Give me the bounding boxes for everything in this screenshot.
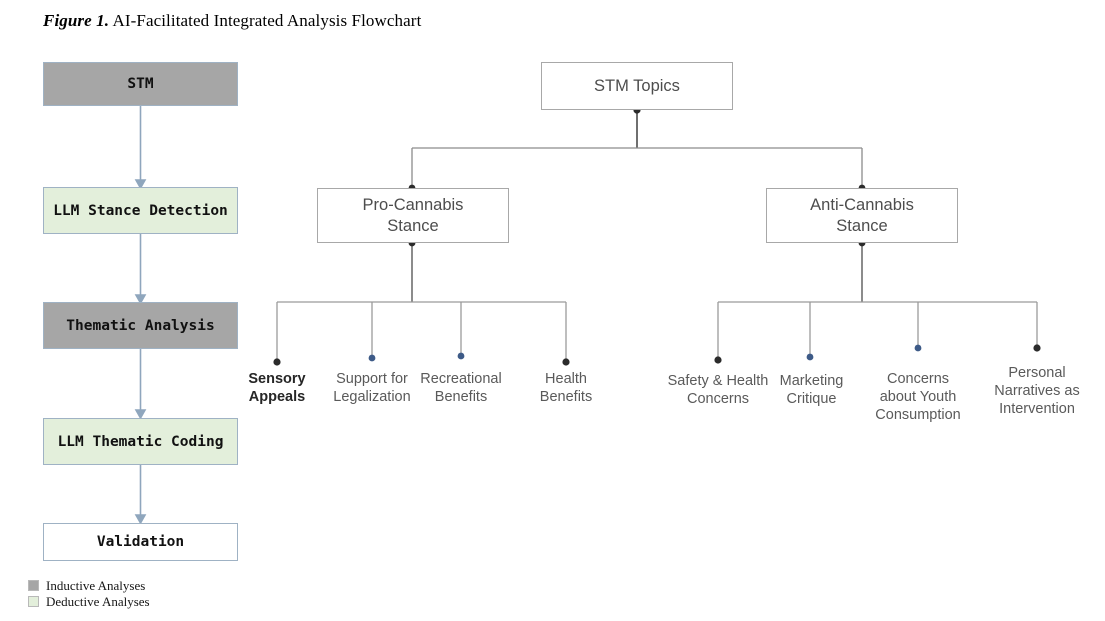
dot-personal-narratives: [1033, 344, 1041, 352]
dot-safety-health-concerns: [714, 356, 722, 364]
leaf-safety-and-health-concerns[interactable]: Safety & Health Concerns: [667, 373, 769, 407]
dot-sensory-appeals: [273, 358, 281, 366]
legend-item-deductive: Deductive Analyses: [28, 594, 150, 609]
figure-caption-label: Figure 1.: [43, 11, 110, 30]
figure-caption-text: AI-Facilitated Integrated Analysis Flowc…: [109, 11, 422, 30]
figure-caption: Figure 1. AI-Facilitated Integrated Anal…: [43, 11, 421, 31]
leaf-marketing-critique[interactable]: Marketing Critique: [779, 373, 844, 407]
legend-swatch-inductive-icon: [28, 580, 39, 591]
pro-leaf-bus: [276, 301, 567, 362]
arrowhead-coding-to-validation: [134, 514, 147, 525]
pipeline-step-validation[interactable]: Validation: [43, 523, 238, 561]
leaf-recreational-benefits[interactable]: Recreational Benefits: [420, 371, 502, 405]
pipeline-step-validation-label: Validation: [96, 534, 185, 550]
dot-health-benefits: [562, 358, 570, 366]
leaf-concerns-about-youth-consumption[interactable]: Concerns about Youth Consumption: [875, 371, 961, 423]
leaf-support-for-legalization[interactable]: Support for Legalization: [333, 371, 411, 405]
tree-node-pro-cannabis-stance[interactable]: Pro-Cannabis Stance: [317, 188, 509, 243]
pipeline-step-thematic-analysis-label: Thematic Analysis: [66, 317, 215, 334]
tree-node-anti-cannabis-stance[interactable]: Anti-Cannabis Stance: [766, 188, 958, 243]
anti-leaf-bus: [717, 301, 1038, 360]
legend-label-deductive: Deductive Analyses: [46, 593, 150, 609]
anti-leaf-dots: [714, 344, 1041, 364]
dot-support-legalization: [368, 354, 376, 362]
pipeline-step-stm[interactable]: STM: [43, 62, 238, 106]
dot-recreational-benefits: [457, 352, 465, 360]
legend-swatch-deductive-icon: [28, 596, 39, 607]
tree-node-pro-cannabis-stance-label: Pro-Cannabis Stance: [362, 195, 464, 235]
pipeline-step-thematic-analysis[interactable]: Thematic Analysis: [43, 302, 238, 349]
legend-item-inductive: Inductive Analyses: [28, 578, 150, 593]
pipeline-step-llm-stance-detection[interactable]: LLM Stance Detection: [43, 187, 238, 234]
legend: Inductive Analyses Deductive Analyses: [28, 578, 150, 610]
tree-node-stm-topics[interactable]: STM Topics: [541, 62, 733, 110]
tree-root-bus: [411, 147, 863, 187]
leaf-health-benefits[interactable]: Health Benefits: [539, 371, 593, 405]
tree-node-anti-cannabis-stance-label: Anti-Cannabis Stance: [810, 195, 914, 235]
pipeline-step-llm-stance-detection-label: LLM Stance Detection: [53, 202, 228, 219]
legend-label-inductive: Inductive Analyses: [46, 577, 146, 593]
pipeline-step-llm-thematic-coding[interactable]: LLM Thematic Coding: [43, 418, 238, 465]
tree-node-stm-topics-label: STM Topics: [594, 76, 680, 95]
pro-leaf-dots: [273, 352, 570, 366]
leaf-personal-narratives-as-intervention[interactable]: Personal Narratives as Intervention: [994, 365, 1080, 417]
pipeline-step-llm-thematic-coding-label: LLM Thematic Coding: [57, 433, 224, 450]
leaf-sensory-appeals[interactable]: Sensory Appeals: [248, 371, 306, 405]
dot-youth-consumption: [914, 344, 922, 352]
dot-marketing-critique: [806, 353, 814, 361]
arrowhead-thematic-to-coding: [134, 409, 147, 420]
pipeline-step-stm-label: STM: [127, 76, 154, 92]
